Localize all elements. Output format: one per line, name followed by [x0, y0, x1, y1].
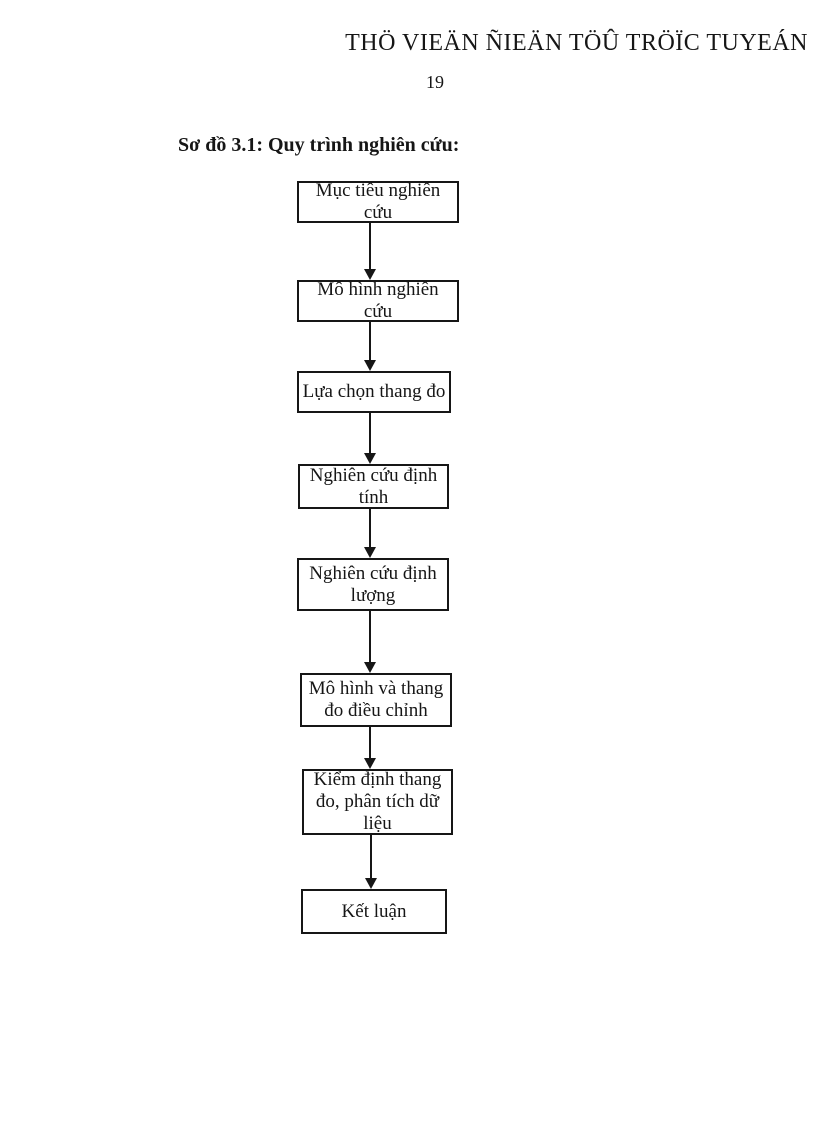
flow-step-mo-hinh-va-thang-do-dieu-chinh: Mô hình và thang đo điều chỉnh: [300, 673, 452, 727]
down-arrow-connector: [364, 611, 376, 673]
down-arrow-connector: [364, 413, 376, 464]
flow-step-ket-luan: Kết luận: [301, 889, 447, 934]
flow-step-mo-hinh-nghien-cuu: Mô hình nghiên cứu: [297, 279, 459, 322]
page-number: 19: [426, 72, 444, 92]
watermark-header-text: THÖ VIEÄN ÑIEÄN TÖÛ TRÖÏC TUYEÁN: [345, 30, 808, 56]
figure-caption: Sơ đồ 3.1: Quy trình nghiên cứu:: [178, 134, 460, 156]
down-arrow-connector: [364, 727, 376, 769]
down-arrow-connector: [364, 223, 376, 280]
down-arrow-connector: [364, 322, 376, 371]
flow-step-lua-chon-thang-do: Lựa chọn thang đo: [297, 371, 451, 413]
flow-step-nghien-cuu-dinh-luong: Nghiên cứu định lượng: [297, 558, 449, 611]
flow-step-kiem-dinh-thang-do-phan-tich-du-lieu: Kiểm định thang đo, phân tích dữ liệu: [302, 769, 453, 835]
flow-step-muc-tieu-nghien-cuu: Mục tiêu nghiên cứu: [297, 180, 459, 223]
down-arrow-connector: [365, 835, 377, 889]
down-arrow-connector: [364, 509, 376, 558]
flow-step-nghien-cuu-dinh-tinh: Nghiên cứu định tính: [298, 464, 449, 509]
